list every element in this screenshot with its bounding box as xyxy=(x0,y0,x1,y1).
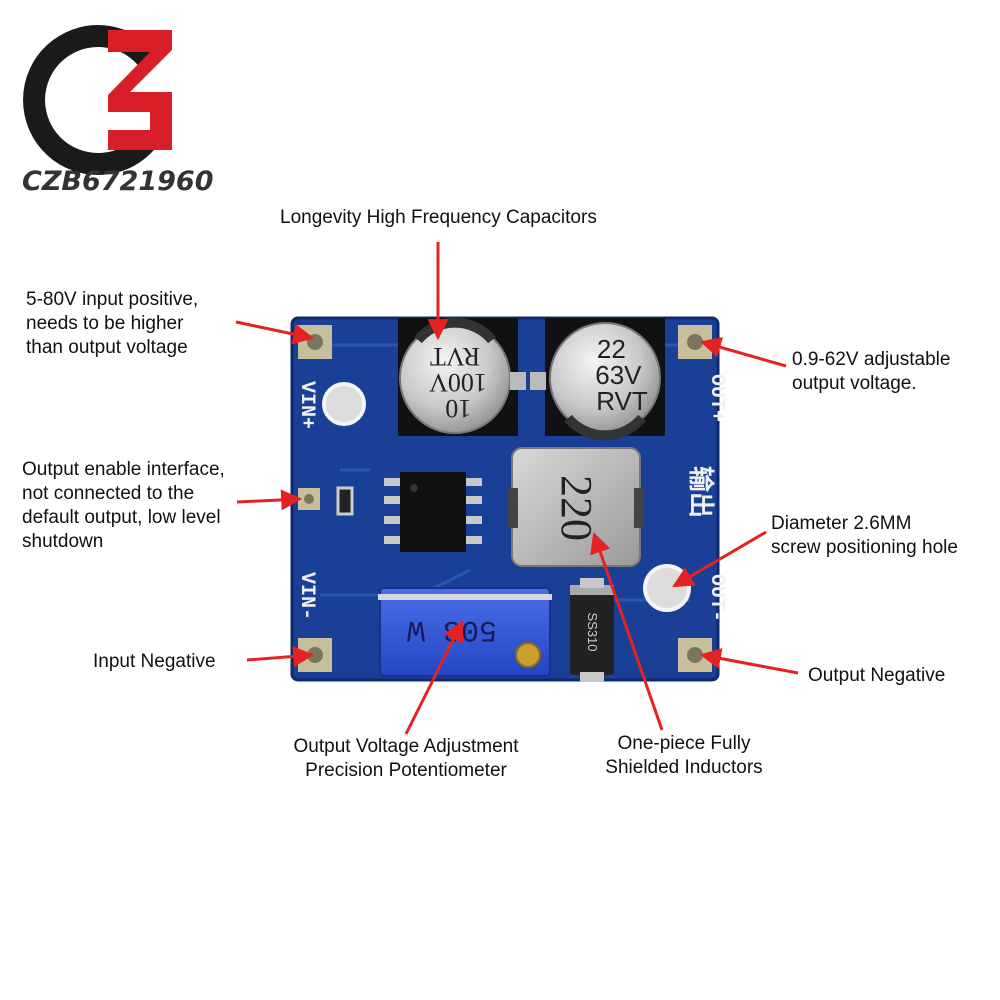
silk-vin-positive: VIN+ xyxy=(295,381,318,429)
capacitor-2: 22 63V RVT xyxy=(545,318,665,441)
cap1-value: 10 xyxy=(445,394,471,423)
arrow-input-negative xyxy=(246,645,315,667)
diode: SS310 xyxy=(570,578,614,682)
callout-input-positive-line-3: than output voltage xyxy=(26,337,188,358)
silk-out-negative: OUT- xyxy=(705,574,728,622)
callout-capacitors: Longevity High Frequency Capacitors xyxy=(280,207,597,228)
callout-input-negative: Input Negative xyxy=(93,651,216,672)
brand-logo xyxy=(23,25,172,175)
callout-input-positive: 5-80V input positive, needs to be higher… xyxy=(26,288,198,360)
callout-output-negative: Output Negative xyxy=(808,665,946,686)
inductor-marking: 220 xyxy=(552,475,601,541)
cap1-series: RVT xyxy=(430,342,480,371)
arrow-output-negative xyxy=(699,648,799,675)
cap1-voltage: 100V xyxy=(429,368,487,397)
callout-enable-line-2: not connected to the xyxy=(22,483,195,504)
pad-enable xyxy=(298,488,320,510)
callout-output-voltage-line-1: 0.9-62V adjustable xyxy=(792,349,951,370)
callout-enable-line-1: Output enable interface, xyxy=(22,459,225,480)
callout-arrows xyxy=(235,242,799,735)
arrow-inductor xyxy=(590,532,664,731)
callout-potentiometer: Output Voltage Adjustment Precision Pote… xyxy=(266,735,546,783)
callout-input-positive-line-1: 5-80V input positive, xyxy=(26,289,199,310)
silk-vin-negative: VIN- xyxy=(295,572,318,620)
callout-inductor-line-2: Shielded Inductors xyxy=(605,757,763,778)
callout-potentiometer-line-2: Precision Potentiometer xyxy=(305,760,507,781)
arrow-input-positive xyxy=(235,320,315,345)
arrow-potentiometer xyxy=(404,620,464,735)
callout-hole-line-2: screw positioning hole xyxy=(771,537,958,558)
cap2-voltage: 63V xyxy=(595,360,642,390)
mount-hole-top xyxy=(322,382,366,426)
mount-hole-bottom xyxy=(643,564,691,612)
logo-c-shape xyxy=(23,25,157,175)
callout-enable-line-4: shutdown xyxy=(22,531,104,552)
brand-text: CZB6721960 xyxy=(22,166,213,197)
callout-enable-line-3: default output, low level xyxy=(22,507,221,528)
potentiometer: 503 W xyxy=(378,587,552,677)
arrow-hole xyxy=(672,530,767,588)
callout-enable: Output enable interface, not connected t… xyxy=(22,458,225,554)
pcb-board: VIN+ VIN- OUT+ OUT- 输出 10 100V RVT 22 63… xyxy=(290,316,728,682)
silk-out-positive: OUT+ xyxy=(705,374,728,422)
silk-output-chinese: 输出 xyxy=(685,466,716,518)
logo-z-shape xyxy=(108,30,172,150)
capacitor-1: 10 100V RVT xyxy=(398,317,518,436)
pad-vin-positive xyxy=(298,325,332,359)
pot-adjust-screw xyxy=(515,642,541,668)
callout-output-voltage: 0.9-62V adjustable output voltage. xyxy=(792,348,950,396)
arrow-enable xyxy=(236,489,303,511)
ic-chip xyxy=(384,472,482,552)
callout-output-voltage-line-2: output voltage. xyxy=(792,373,917,394)
callout-hole: Diameter 2.6MM screw positioning hole xyxy=(771,512,958,560)
smd-resistor xyxy=(336,486,354,516)
arrow-output-voltage xyxy=(699,337,787,368)
cap2-value: 22 xyxy=(597,334,626,364)
svg-text:10 100V RVT: 10 100V RVT xyxy=(423,342,487,423)
cap2-series: RVT xyxy=(596,386,648,416)
callout-inductor-line-1: One-piece Fully xyxy=(617,733,751,754)
diode-marking: SS310 xyxy=(585,612,600,651)
svg-text:22 63V RVT: 22 63V RVT xyxy=(595,334,649,416)
callout-potentiometer-line-1: Output Voltage Adjustment xyxy=(293,736,519,757)
callout-hole-line-1: Diameter 2.6MM xyxy=(771,513,912,534)
smd-part xyxy=(510,372,526,390)
callout-input-positive-line-2: needs to be higher xyxy=(26,313,184,334)
callout-inductor: One-piece Fully Shielded Inductors xyxy=(584,732,784,780)
smd-part xyxy=(530,372,546,390)
shielded-inductor: 220 xyxy=(508,447,644,567)
